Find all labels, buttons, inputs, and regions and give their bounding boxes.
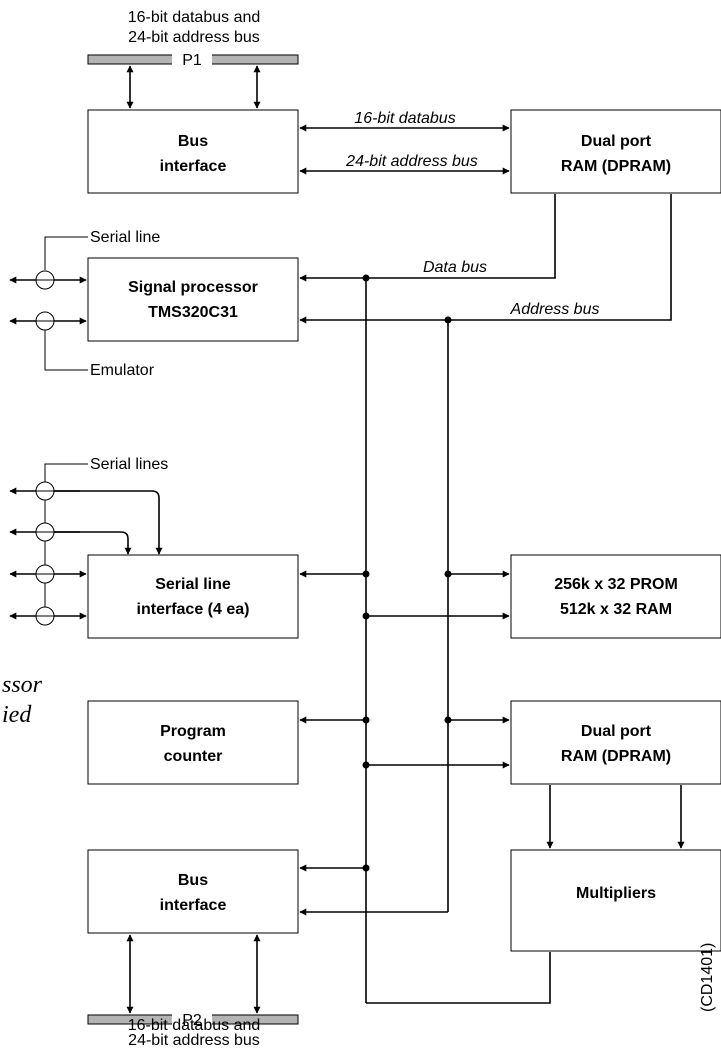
dpram-mid-line1: Dual port — [581, 723, 652, 740]
junction-serial-data — [362, 570, 370, 578]
address-bus-line — [299, 194, 672, 324]
p2-label: P2 — [182, 1012, 202, 1029]
p2-connector: P2 — [87, 1012, 299, 1029]
program-counter-line2: counter — [164, 748, 223, 765]
junction-address-top — [444, 316, 452, 324]
dpram-mid-block: Dual port RAM (DPRAM) — [510, 700, 721, 785]
signal-processor-block: Signal processor TMS320C31 — [87, 257, 299, 342]
databus-16-label: 16-bit databus — [354, 110, 455, 127]
p1-label: P1 — [182, 52, 202, 69]
address-bus-24-label: 24-bit address bus — [345, 153, 478, 170]
margin-text-line2: ied — [2, 702, 32, 728]
dpram-top-line1: Dual port — [581, 133, 652, 150]
serial-line-interface-block: Serial line interface (4 ea) — [87, 554, 299, 639]
dpram-top-line2: RAM (DPRAM) — [561, 158, 671, 175]
multipliers-line1: Multipliers — [576, 885, 656, 902]
p1-caption-line2: 24-bit address bus — [128, 29, 260, 46]
prom-ram-block: 256k x 32 PROM 512k x 32 RAM — [510, 554, 721, 639]
bus-interface-top-block: Bus interface — [87, 109, 299, 194]
bus-interface-top-line2: interface — [160, 158, 227, 175]
junction-dpram-address — [444, 716, 452, 724]
serial-line-leader — [44, 236, 88, 270]
margin-text-line1: ssor — [2, 672, 43, 698]
junction-prom-address — [444, 570, 452, 578]
p1-caption-line1: 16-bit databus and — [128, 9, 261, 26]
serial-port-2-route — [54, 531, 132, 555]
serial-port-1-route — [54, 490, 163, 555]
dpram-top-block: Dual port RAM (DPRAM) — [510, 109, 721, 194]
bus-interface-bottom-block: Bus interface — [87, 849, 299, 934]
emulator-leader — [44, 330, 88, 371]
serial-line-interface-line2: interface (4 ea) — [137, 601, 250, 618]
junction-pc-data — [362, 716, 370, 724]
prom-ram-line2: 512k x 32 RAM — [560, 601, 672, 618]
dpram-mid-line2: RAM (DPRAM) — [561, 748, 671, 765]
data-bus-return — [366, 952, 551, 1004]
program-counter-line1: Program — [160, 723, 226, 740]
bus-interface-bottom-line2: interface — [160, 897, 227, 914]
signal-processor-line2: TMS320C31 — [148, 304, 238, 321]
figure-code: (CD1401) — [699, 943, 716, 1012]
serial-port-4 — [9, 606, 87, 626]
bus-interface-bottom-line1: Bus — [178, 872, 208, 889]
emulator-label: Emulator — [90, 362, 155, 379]
p2-caption-line2: 24-bit address bus — [128, 1032, 260, 1048]
multipliers-block: Multipliers — [510, 849, 721, 952]
serial-line-interface-line1: Serial line — [155, 576, 231, 593]
emulator-connector — [9, 311, 87, 331]
p2-caption-line1: 16-bit databus and — [128, 1017, 261, 1034]
p1-connector: P1 — [87, 52, 299, 69]
signal-processor-line1: Signal processor — [128, 279, 258, 296]
serial-line-connector — [9, 270, 87, 290]
junction-prom-data — [362, 612, 370, 620]
address-bus-label: Address bus — [510, 301, 600, 318]
program-counter-block: Program counter — [87, 700, 299, 785]
serial-lines-label: Serial lines — [90, 456, 168, 473]
serial-port-3 — [9, 564, 87, 584]
data-bus-label: Data bus — [423, 259, 487, 276]
junction-bottom-data — [362, 864, 370, 872]
junction-data-top — [362, 274, 370, 282]
serial-line-label: Serial line — [90, 229, 160, 246]
junction-dpram-data — [362, 761, 370, 769]
data-bus-line — [299, 194, 556, 282]
serial-lines-leader — [44, 463, 88, 482]
bus-interface-top-line1: Bus — [178, 133, 208, 150]
prom-ram-line1: 256k x 32 PROM — [554, 576, 678, 593]
